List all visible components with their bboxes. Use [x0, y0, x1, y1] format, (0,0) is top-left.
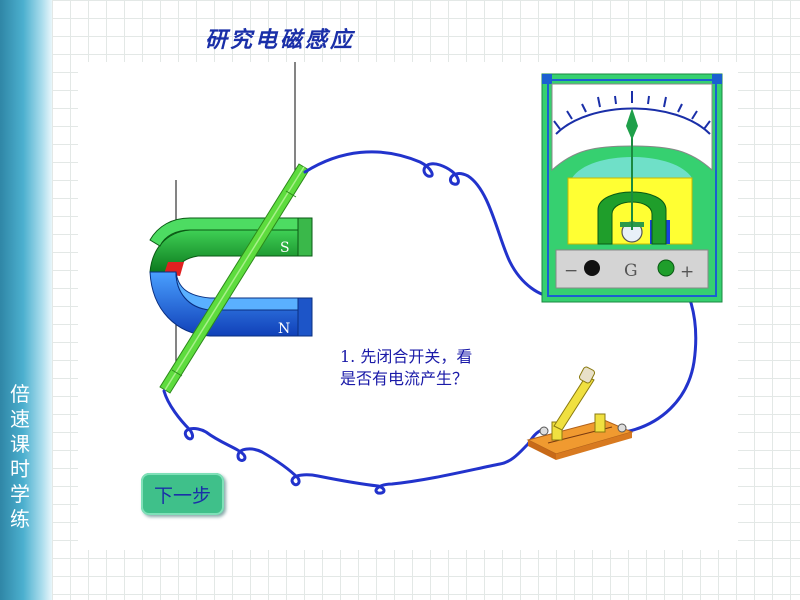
- page-title: 研究电磁感应: [205, 27, 356, 53]
- meter-needle: [626, 108, 638, 140]
- galvanometer: − G +: [541, 73, 723, 303]
- switch-blade[interactable]: [553, 375, 595, 431]
- sidebar: 倍 速 课 时 学 练: [0, 0, 52, 600]
- knife-switch[interactable]: [526, 366, 634, 460]
- switch-handle[interactable]: [578, 366, 596, 384]
- meter-negative-terminal: [584, 260, 600, 276]
- meter-minus-label: −: [564, 261, 578, 281]
- south-pole-label: S: [280, 240, 290, 256]
- instruction-text: 1. 先闭合开关，看 是否有电流产生？: [340, 347, 473, 388]
- north-pole-label: N: [278, 321, 290, 337]
- meter-plus-label: +: [680, 262, 694, 282]
- sidebar-title: 倍 速 课 时 学 练: [10, 382, 30, 531]
- meter-positive-terminal: [657, 259, 675, 277]
- meter-scale: [553, 91, 711, 135]
- meter-g-label: G: [624, 261, 638, 281]
- next-step-button[interactable]: 下一步: [141, 473, 224, 515]
- conductor-rod[interactable]: [159, 163, 310, 394]
